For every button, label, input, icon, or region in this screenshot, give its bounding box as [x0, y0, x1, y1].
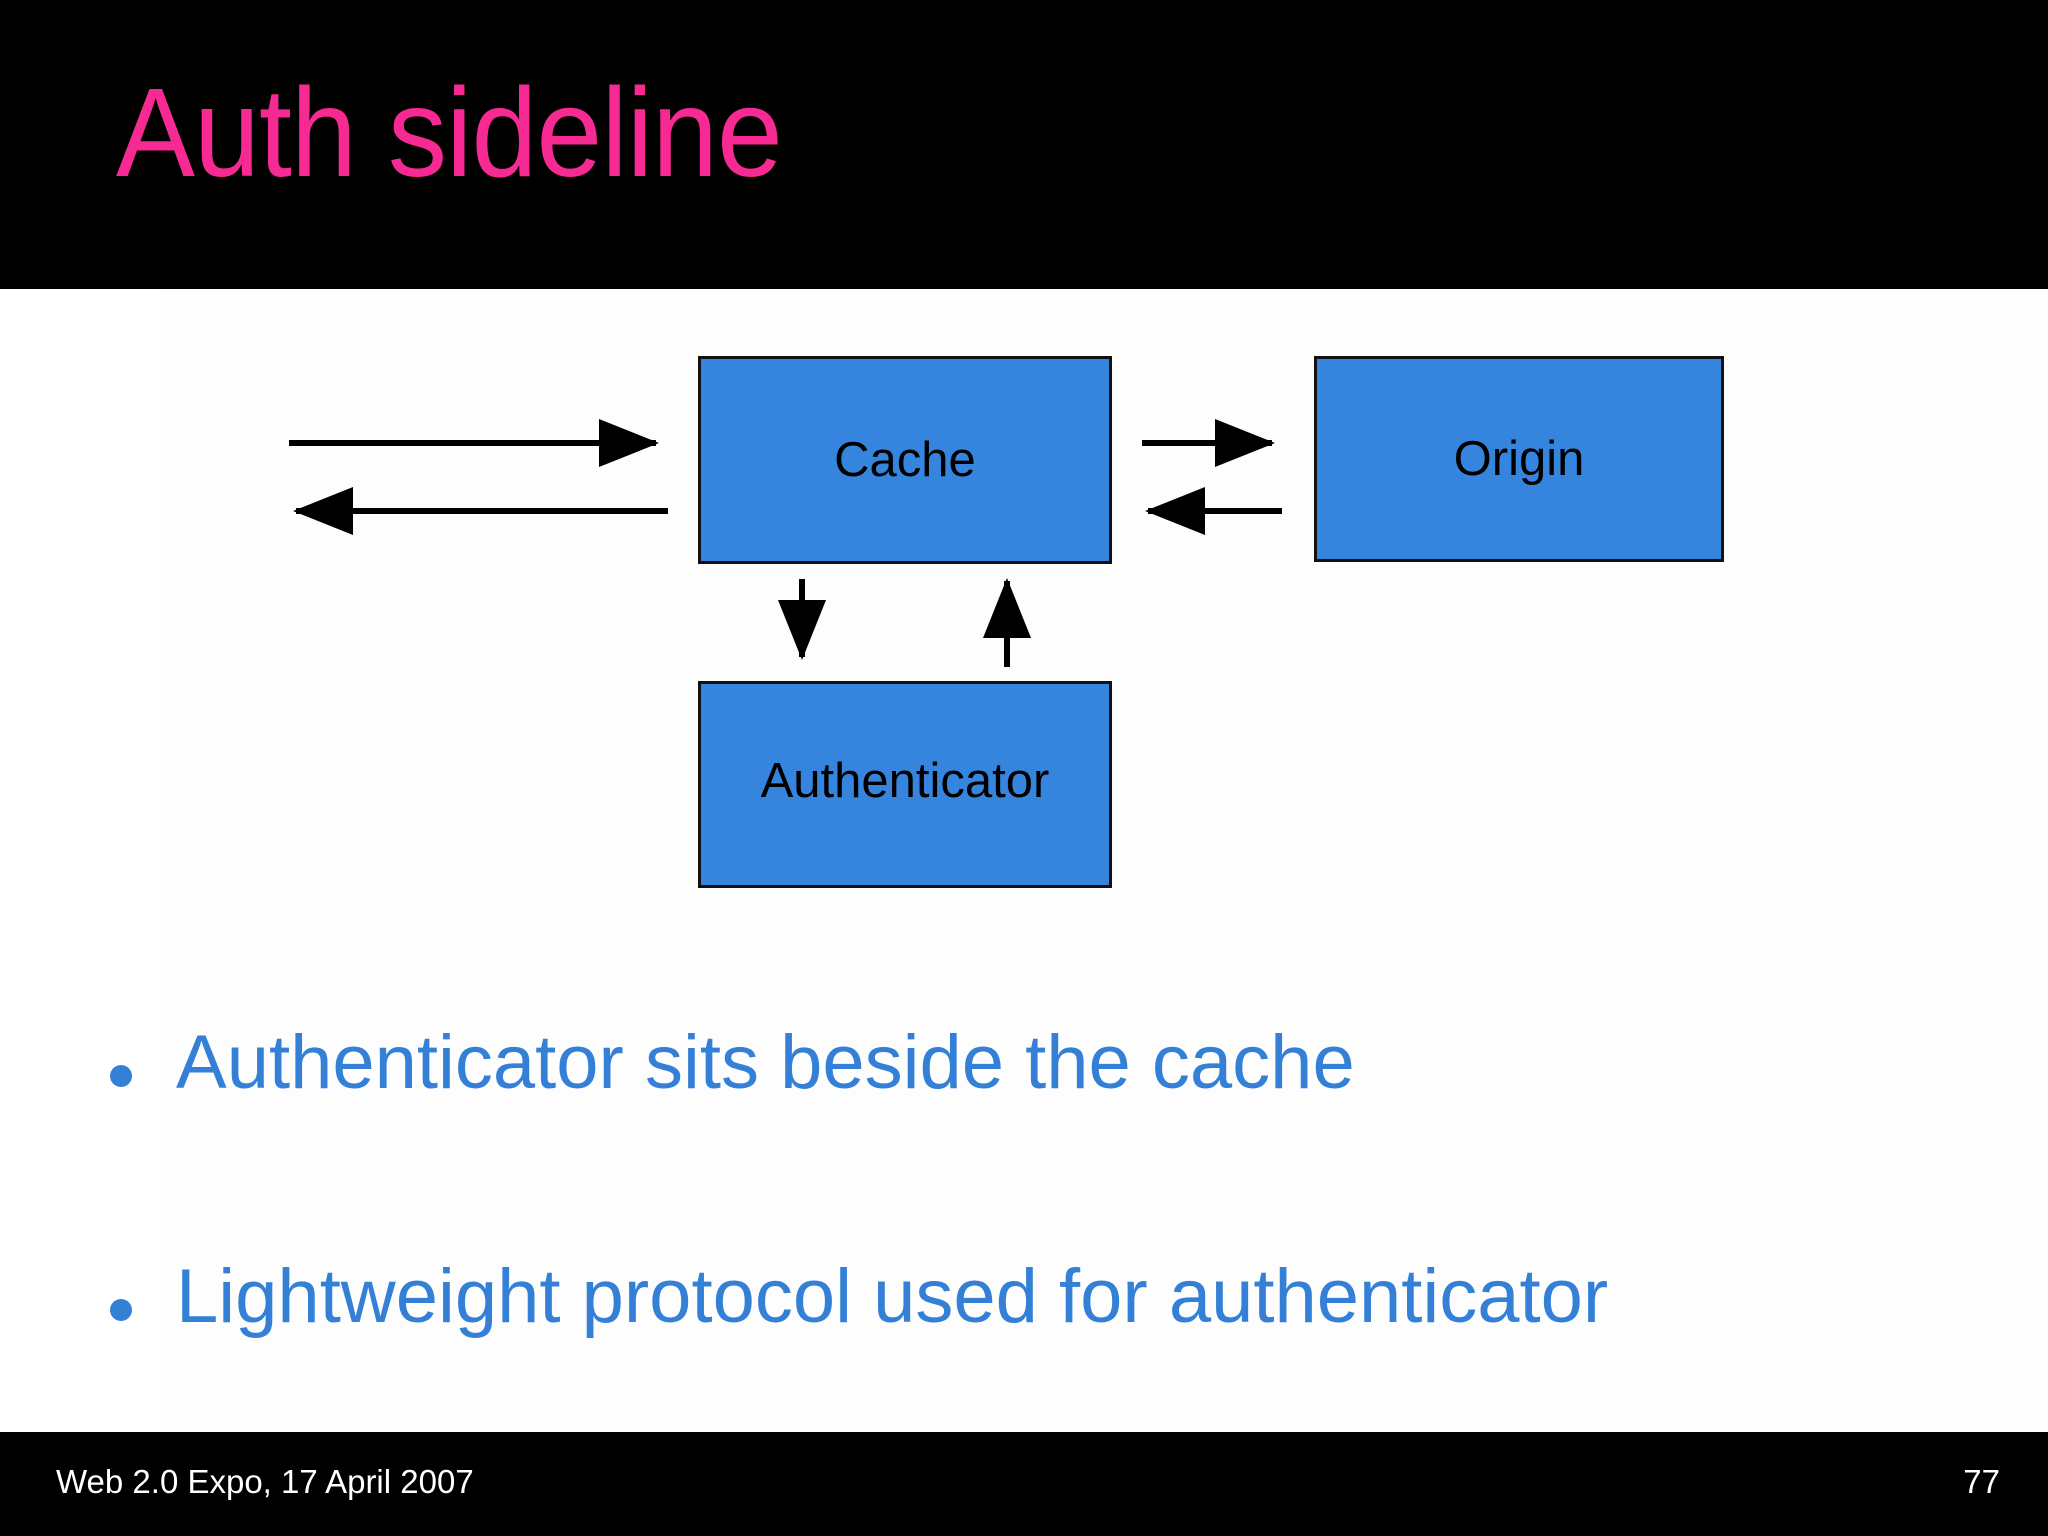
slide-footer-band: Web 2.0 Expo, 17 April 2007 77 [0, 1432, 2048, 1536]
diagram-node-origin[interactable]: Origin [1314, 356, 1724, 562]
architecture-diagram: Cache Origin Authenticator [0, 289, 2048, 989]
footer-page-number: 77 [1963, 1463, 2000, 1500]
list-item: Authenticator sits beside the cache [110, 1017, 1355, 1109]
diagram-node-cache[interactable]: Cache [698, 356, 1112, 564]
bullet-dot-icon [110, 1299, 132, 1321]
bullet-dot-icon [110, 1065, 132, 1087]
diagram-node-authenticator-label: Authenticator [760, 753, 1050, 808]
diagram-node-origin-label: Origin [1453, 432, 1585, 486]
diagram-node-authenticator[interactable]: Authenticator [698, 681, 1112, 888]
bullet-text: Authenticator sits beside the cache [176, 1020, 1355, 1105]
footer-event-label: Web 2.0 Expo, 17 April 2007 [56, 1463, 474, 1500]
page-title: Auth sideline [116, 62, 783, 203]
slide-header-band: Auth sideline [0, 0, 2048, 289]
slide-content-area: Cache Origin Authenticator Authenticator… [0, 289, 2048, 1432]
list-item: Lightweight protocol used for authentica… [110, 1251, 1608, 1343]
bullet-text: Lightweight protocol used for authentica… [176, 1254, 1609, 1339]
diagram-node-cache-label: Cache [834, 433, 976, 487]
